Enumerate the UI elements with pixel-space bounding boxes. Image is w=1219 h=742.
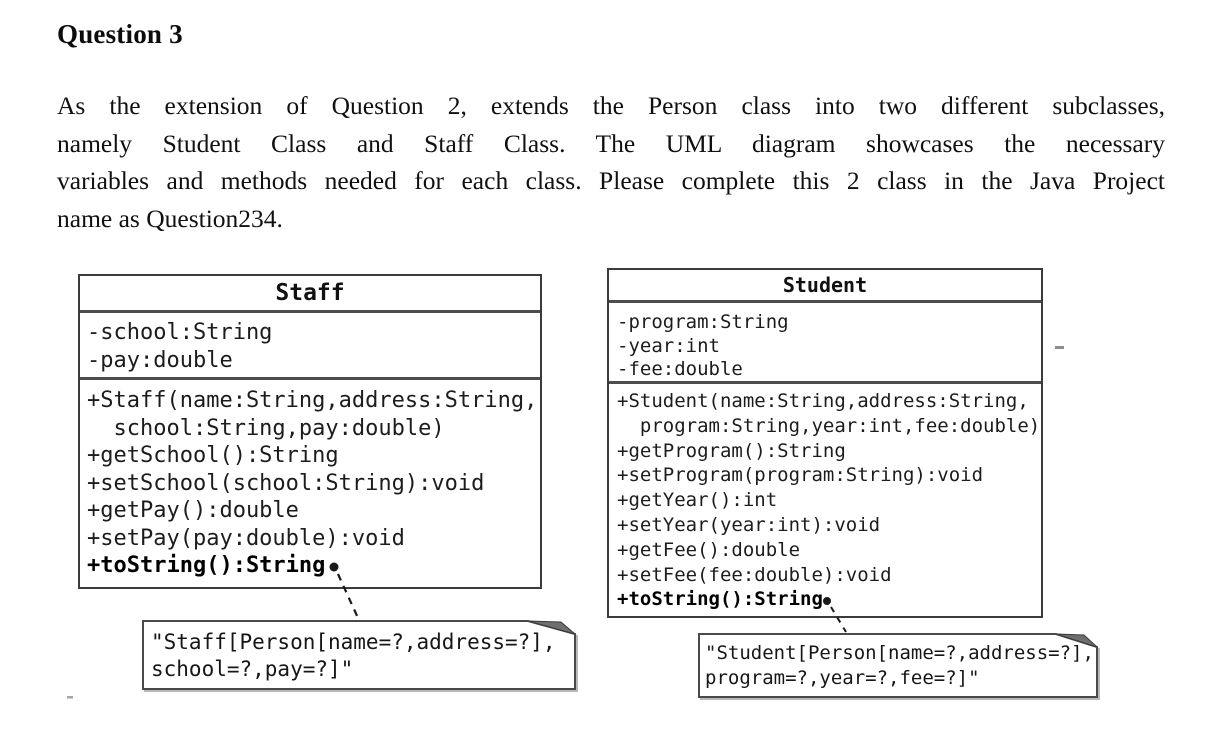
method-line: +setYear(year:int):void — [617, 513, 881, 536]
staff-methods-compartment: +Staff(name:String,address:String, schoo… — [80, 380, 540, 587]
method-line: +Staff(name:String,address:String, — [87, 388, 538, 413]
method-line: +getPay():double — [87, 498, 299, 523]
note-fold — [1055, 633, 1098, 648]
student-attributes-compartment: -program:String -year:int -fee:double — [609, 303, 1041, 384]
question-paragraph: As the extension of Question 2, extends … — [57, 87, 1165, 237]
student-tostring-note: "Student[Person[name=?,address=?], progr… — [698, 633, 1099, 698]
note-shape — [698, 633, 1098, 698]
note-line: "Student[Person[name=?,address=?], — [705, 642, 1094, 664]
note-text: "Student[Person[name=?,address=?], progr… — [698, 633, 1099, 691]
staff-class-box: Staff -school:String -pay:double +Staff(… — [78, 274, 542, 589]
method-line: school:String,pay:double) — [87, 415, 445, 441]
student-class-title: Student — [609, 270, 1041, 303]
note-text: "Staff[Person[name=?,address=?], school=… — [142, 620, 577, 683]
attribute-line: -fee:double — [617, 358, 743, 380]
attribute-line: -school:String — [87, 320, 273, 345]
method-line-tostring: +toString():String — [617, 588, 823, 611]
paragraph-line: name as Question234. — [57, 203, 283, 233]
note-line: school=?,pay=?]" — [151, 657, 354, 681]
paragraph-line: variables and methods needed for each cl… — [57, 166, 1165, 195]
method-line-tostring: +toString():String — [87, 553, 326, 578]
method-line: +getFee():double — [617, 538, 801, 561]
method-line: +Student(name:String,address:String, — [617, 390, 1029, 412]
artifact-dash — [1055, 346, 1064, 349]
note-line: "Staff[Person[name=?,address=?], — [151, 630, 556, 654]
paragraph-line: As the extension of Question 2, extends … — [57, 91, 1165, 120]
artifact-dash — [67, 696, 73, 699]
attribute-line: -pay:double — [87, 348, 233, 373]
method-line: +getProgram():String — [617, 439, 846, 462]
method-line: +setPay(pay:double):void — [87, 525, 405, 551]
note-line: program=?,year=?,fee=?]" — [705, 667, 980, 689]
staff-tostring-note: "Staff[Person[name=?,address=?], school=… — [142, 620, 577, 690]
attribute-line: -program:String — [617, 311, 789, 333]
question-title: Question 3 — [57, 19, 183, 49]
student-class-box: Student -program:String -year:int -fee:d… — [607, 268, 1043, 618]
method-line: +setSchool(school:String):void — [87, 470, 485, 496]
method-line: +setProgram(program:String):void — [617, 464, 984, 487]
method-line: +setFee(fee:double):void — [617, 563, 892, 586]
attribute-line: -year:int — [617, 334, 720, 357]
method-line: program:String,year:int,fee:double) — [617, 414, 1041, 437]
note-shape — [142, 620, 576, 690]
student-methods-compartment: +Student(name:String,address:String, pro… — [609, 384, 1041, 616]
method-line: +getYear():int — [617, 489, 778, 512]
note-fold — [527, 620, 576, 635]
staff-attributes-compartment: -school:String -pay:double — [80, 313, 540, 380]
method-line: +getSchool():String — [87, 443, 339, 468]
paragraph-line: namely Student Class and Staff Class. Th… — [57, 128, 1165, 158]
staff-class-title: Staff — [80, 276, 540, 313]
